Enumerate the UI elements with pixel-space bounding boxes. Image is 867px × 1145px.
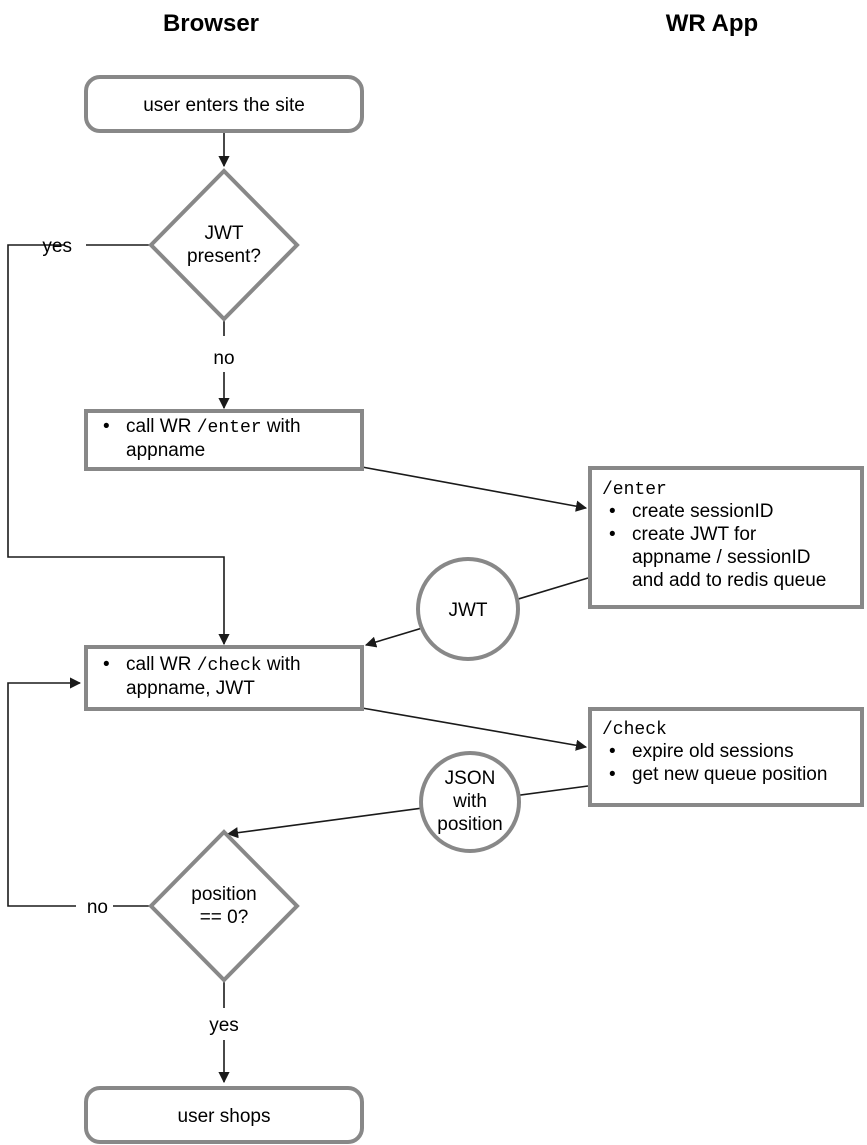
edge-label-jwt-yes: yes [42,236,72,257]
node-json-with-position-line3: position [437,814,503,835]
node-check-endpoint-bullet-2-mark: • [609,764,616,785]
node-enter-endpoint-bullet-2-line-2: appname / sessionID [632,547,811,568]
node-call-wr-check-line2: appname, JWT [126,678,255,699]
node-enter-endpoint-bullet-2-mark: • [609,524,616,545]
edge-call-enter-to-enter-endpoint [361,466,588,512]
node-check-endpoint[interactable]: /check • expire old sessions • get new q… [588,707,864,807]
node-enter-endpoint[interactable]: /enter • create sessionID • create JWT f… [588,466,864,609]
node-jwt-token-shape [416,557,520,661]
node-call-wr-enter[interactable]: • call WR /enter with appname [84,409,364,471]
lane-title-wr-app: WR App [666,10,758,37]
edge-check-endpoint-to-position-zero [226,785,589,839]
node-position-zero-line1: position [191,884,257,905]
node-call-wr-check[interactable]: • call WR /check with appname, JWT [84,645,364,711]
node-json-with-position-line2: with [452,791,487,812]
node-enter-endpoint-shape [588,466,864,609]
node-position-zero-line2: == 0? [200,907,249,928]
edge-label-position-yes: yes [209,1015,239,1036]
node-call-wr-enter-bullet: • [103,416,110,437]
node-call-wr-check-line1: call WR /check with [126,654,301,676]
node-check-endpoint-header: /check [602,720,667,740]
node-json-with-position-line1: JSON [445,768,496,789]
node-call-wr-check-endpoint: /check [197,656,262,676]
node-check-endpoint-bullet-1-mark: • [609,741,616,762]
node-user-enters-the-site[interactable]: user enters the site [84,75,364,133]
node-call-wr-enter-endpoint: /enter [197,418,262,438]
node-jwt-present-shape [148,168,300,322]
node-check-endpoint-bullet-2-line-1: get new queue position [632,764,827,785]
node-call-wr-enter-line2: appname [126,440,205,461]
node-check-endpoint-shape [588,707,864,807]
node-call-wr-check-seg1: call WR [126,654,197,675]
lane-title-browser: Browser [163,10,259,37]
node-user-enters-label: user enters the site [143,95,305,116]
node-enter-endpoint-bullet-2-line-1: create JWT for [632,524,757,545]
node-user-shops[interactable]: user shops [84,1086,364,1144]
node-enter-endpoint-header: /enter [602,480,667,500]
node-call-wr-enter-line1: call WR /enter with [126,416,301,438]
node-call-wr-enter-seg1: call WR [126,416,197,437]
node-call-wr-check-shape [84,645,364,711]
node-call-wr-enter-shape [84,409,364,471]
node-position-zero-shape [148,829,300,983]
node-jwt-present-line1: JWT [204,223,243,244]
node-user-shops-shape [84,1086,364,1144]
node-json-with-position[interactable]: JSON with position [419,751,521,853]
node-call-wr-check-bullet: • [103,654,110,675]
edge-label-position-no: no [87,897,108,918]
edge-label-jwt-no: no [213,348,234,369]
node-call-wr-check-seg2: with [262,654,301,675]
node-enter-endpoint-bullet-2-line-3: and add to redis queue [632,570,826,591]
edge-jwt-yes-to-call-check [7,244,230,646]
node-position-zero-decision[interactable]: position == 0? [148,829,300,983]
node-jwt-token-label: JWT [448,600,487,621]
node-user-enters-shape [84,75,364,133]
node-user-shops-label: user shops [178,1106,271,1127]
node-enter-endpoint-bullet-1-line-1: create sessionID [632,501,774,522]
node-check-endpoint-bullet-1-line-1: expire old sessions [632,741,794,762]
edge-position-no-to-call-check [7,677,82,907]
node-jwt-present-line2: present? [187,246,261,267]
node-call-wr-enter-seg2: with [262,416,301,437]
node-enter-endpoint-bullet-1-mark: • [609,501,616,522]
node-json-with-position-shape [419,751,521,853]
node-jwt-present-decision[interactable]: JWT present? [148,168,300,322]
node-jwt-token[interactable]: JWT [416,557,520,661]
edge-call-check-to-check-endpoint [361,707,588,751]
